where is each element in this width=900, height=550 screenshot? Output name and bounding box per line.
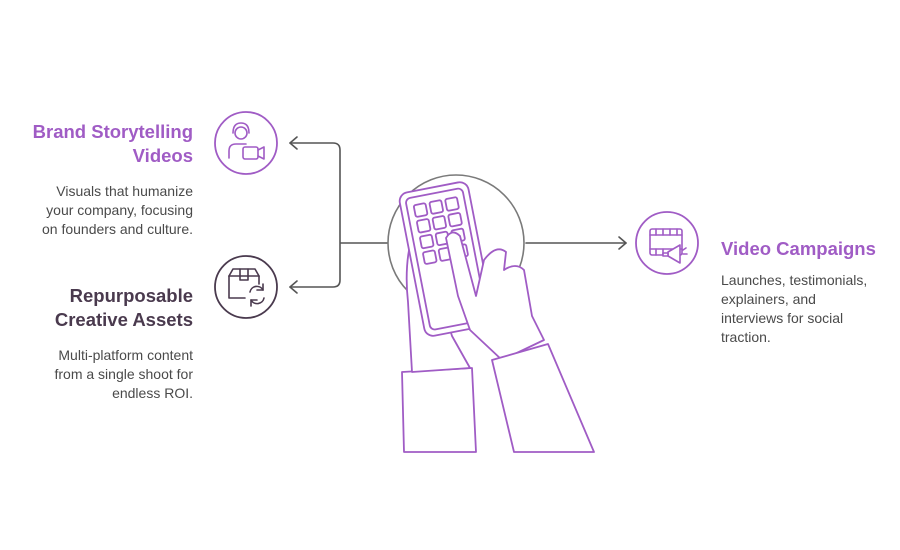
desc-line: endless ROI. [112, 385, 193, 401]
item-description: Multi-platform content from a single sho… [20, 346, 193, 403]
title-line: Video Campaigns [721, 238, 876, 259]
right-sleeve [491, 343, 595, 453]
icon-circle-assets [214, 255, 278, 319]
item-description: Visuals that humanize your company, focu… [20, 182, 193, 239]
arrowhead-top-left [289, 136, 298, 150]
item-title: Video Campaigns [721, 237, 893, 261]
item-repurposable-assets: Repurposable Creative Assets Multi-platf… [20, 284, 193, 403]
right-hand [445, 231, 545, 361]
title-line: Videos [132, 145, 193, 166]
desc-line: interviews for social [721, 310, 844, 326]
item-title: Brand Storytelling Videos [20, 120, 193, 168]
desc-line: from a single shoot for [54, 366, 193, 382]
box-recycle-icon [228, 268, 265, 307]
arrowhead-bottom-left [289, 280, 298, 294]
desc-line: traction. [721, 329, 771, 345]
desc-line: explainers, and [721, 291, 816, 307]
title-line: Creative Assets [54, 309, 193, 330]
hands-phone-icon [398, 181, 595, 453]
item-video-campaigns: Video Campaigns Launches, testimonials, … [721, 237, 893, 347]
desc-line: your company, focusing [46, 202, 193, 218]
title-line: Brand Storytelling [32, 121, 193, 142]
arrowhead-right [618, 236, 627, 250]
item-brand-storytelling: Brand Storytelling Videos Visuals that h… [20, 120, 193, 239]
item-description: Launches, testimonials, explainers, and … [721, 271, 893, 347]
desc-line: Visuals that humanize [56, 183, 193, 199]
desc-line: Multi-platform content [58, 347, 193, 363]
left-sleeve [401, 367, 477, 453]
icon-circle-campaigns [635, 211, 699, 275]
person-video-icon [228, 122, 265, 160]
connectors [289, 136, 627, 294]
desc-line: on founders and culture. [42, 221, 193, 237]
item-title: Repurposable Creative Assets [20, 284, 193, 332]
desc-line: Launches, testimonials, [721, 272, 868, 288]
connector-left [289, 142, 389, 288]
film-megaphone-icon [649, 228, 688, 264]
title-line: Repurposable [69, 285, 193, 306]
icon-circle-brand [214, 111, 278, 175]
